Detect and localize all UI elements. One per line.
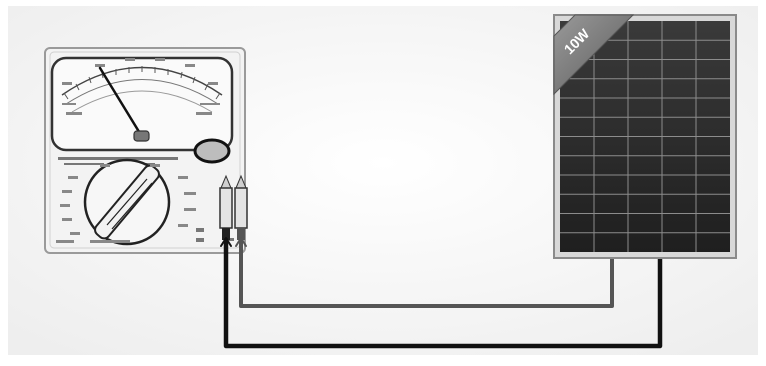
wattage-badge: 10W: [553, 14, 635, 96]
wire-negative: [223, 237, 663, 349]
wires: [220, 237, 663, 349]
zero-adjust-screw: [133, 130, 150, 142]
meter-scale-markings: [62, 58, 220, 115]
probe-right: [234, 174, 248, 240]
meter-window: [50, 56, 234, 152]
solar-cell-grid: [560, 21, 730, 252]
meter-needle: [98, 66, 143, 137]
ohm-adjust-knob: [193, 138, 231, 164]
multimeter: [44, 47, 246, 254]
solar-panel: 10W: [553, 14, 737, 259]
probe-left: [219, 174, 233, 240]
test-probes: [219, 174, 248, 240]
range-selector-dial: [83, 158, 171, 246]
wire-positive: [239, 238, 614, 308]
dial-range-markings: [56, 164, 196, 243]
